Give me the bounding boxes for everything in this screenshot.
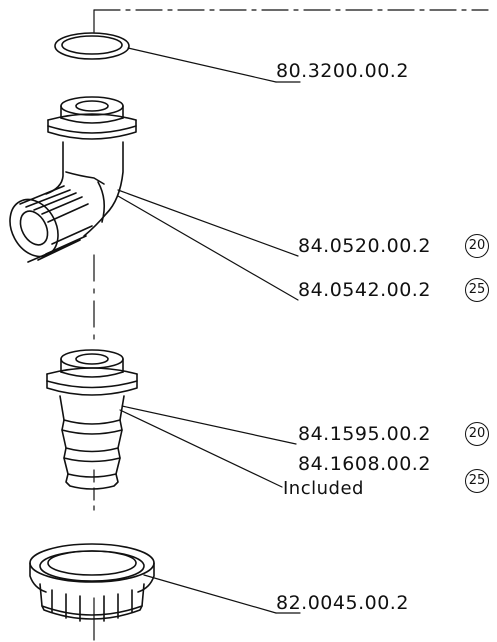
elbow-fitting-part — [9, 96, 137, 263]
size-badge-tail-b: 25 — [465, 469, 489, 493]
hose-tail-part — [46, 349, 138, 490]
size-badge-elbow-a: 20 — [465, 234, 489, 258]
included-note: Included — [283, 478, 364, 499]
o-ring-part — [54, 32, 130, 60]
size-badge-tail-a: 20 — [465, 422, 489, 446]
part-number-nut: 82.0045.00.2 — [276, 592, 409, 614]
part-number-oring: 80.3200.00.2 — [276, 60, 409, 82]
part-number-elbow-a: 84.0520.00.2 — [298, 235, 431, 257]
part-number-tail-b: 84.1608.00.2 — [298, 453, 431, 475]
part-number-elbow-b: 84.0542.00.2 — [298, 279, 431, 301]
size-badge-elbow-b: 25 — [465, 278, 489, 302]
part-number-tail-a: 84.1595.00.2 — [298, 423, 431, 445]
nut-part — [29, 543, 155, 622]
centre-lines — [93, 9, 489, 641]
leader-lines — [117, 47, 301, 614]
